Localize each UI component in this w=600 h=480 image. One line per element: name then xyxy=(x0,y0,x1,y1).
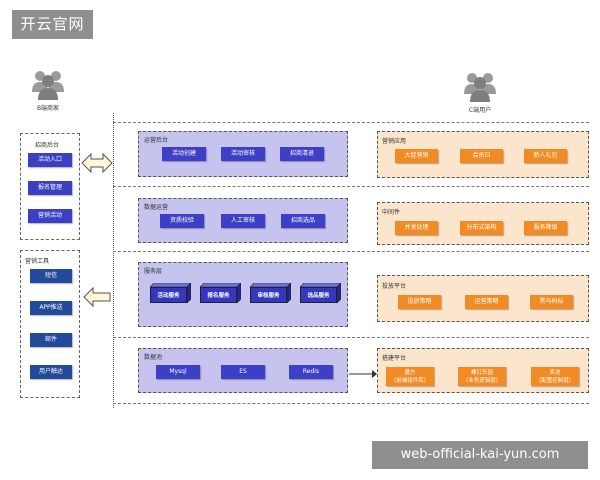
row-divider-3 xyxy=(113,251,589,252)
delivery-platform-title: 投放平台 xyxy=(382,283,407,290)
screw-park-line2: （业务逻辑层） xyxy=(462,378,502,384)
service-layer-title: 服务层 xyxy=(144,268,163,275)
data-ops-panel: 数据运营 资质校验 人工审核 招商选品 xyxy=(138,198,348,243)
marketing-apps-panel: 营销应用 大促营销 会员日 新人礼包 xyxy=(377,131,589,178)
prize-pool-line2: （配置控制层） xyxy=(535,378,575,384)
cube-frontend-lib-line1: 魔方 xyxy=(404,370,416,376)
cube-frontend-lib-line2: （前端组件库） xyxy=(390,378,430,384)
activity-service-label: 活动服务 xyxy=(150,287,187,303)
cube-frontend-lib-button[interactable]: 魔方 （前端组件库） xyxy=(386,367,434,386)
middleware-panel: 中间件 并发处理 分布式架构 服务降级 xyxy=(377,202,589,245)
sms-button[interactable]: 短信 xyxy=(30,269,72,283)
es-button[interactable]: ES xyxy=(221,365,265,379)
mysql-button[interactable]: Mysql xyxy=(156,365,200,379)
marketing-apps-title: 营销应用 xyxy=(382,138,407,145)
email-button[interactable]: 邮件 xyxy=(30,333,72,347)
build-platform-title: 搭建平台 xyxy=(382,355,407,362)
service-degrade-button[interactable]: 服务降级 xyxy=(524,221,567,235)
review-service-label: 审核服务 xyxy=(250,287,287,303)
manual-review-button[interactable]: 人工审核 xyxy=(221,214,265,228)
marketing-activity-button[interactable]: 营销活动 xyxy=(28,209,72,223)
c-users-icon xyxy=(463,70,497,102)
middleware-title: 中间件 xyxy=(382,209,401,216)
b-users-label: B端商家 xyxy=(36,105,60,112)
delivery-platform-panel: 投放平台 投放策略 运营策略 黑马码标 xyxy=(377,275,589,322)
service-layer-panel: 服务层 活动服务 报名服务 审核服务 选品服务 xyxy=(138,262,348,327)
merchant-clearout-button[interactable]: 招商清退 xyxy=(280,147,324,161)
build-platform-panel: 搭建平台 魔方 （前端组件库） 螺钉乐园 （业务逻辑层） 奖池 （配置控制层） xyxy=(377,348,589,393)
data-pool-panel: 数据池 Mysql ES Redis xyxy=(138,348,348,393)
row-divider-2 xyxy=(113,186,589,187)
screw-park-button[interactable]: 螺钉乐园 （业务逻辑层） xyxy=(458,367,506,386)
selection-service-cube[interactable]: 选品服务 xyxy=(300,283,341,303)
c-users-label: C端用户 xyxy=(468,107,492,114)
redis-button[interactable]: Redis xyxy=(289,365,333,379)
data-ops-title: 数据运营 xyxy=(144,204,169,211)
app-push-button[interactable]: APP推送 xyxy=(30,301,72,315)
data-pool-title: 数据池 xyxy=(144,354,163,361)
marketing-tools-panel: 营销工具 短信 APP推送 邮件 用户触达 xyxy=(20,250,80,398)
qualification-check-button[interactable]: 资质校验 xyxy=(160,214,204,228)
double-arrow-icon xyxy=(81,152,113,174)
merchant-backend-panel: 招商后台 活动入口 报名管理 营销活动 xyxy=(20,133,80,240)
distributed-arch-button[interactable]: 分布式架构 xyxy=(460,221,503,235)
activity-review-button[interactable]: 活动审核 xyxy=(221,147,265,161)
marketing-tools-title: 营销工具 xyxy=(25,258,50,265)
signup-service-cube[interactable]: 报名服务 xyxy=(200,283,241,303)
b-users-icon xyxy=(31,68,65,100)
prize-pool-button[interactable]: 奖池 （配置控制层） xyxy=(531,367,579,386)
big-promo-button[interactable]: 大促营销 xyxy=(395,149,438,163)
activity-service-cube[interactable]: 活动服务 xyxy=(150,283,191,303)
member-day-button[interactable]: 会员日 xyxy=(460,149,503,163)
left-arrow-icon xyxy=(83,286,111,308)
concurrency-button[interactable]: 并发处理 xyxy=(395,221,438,235)
vertical-divider xyxy=(113,113,114,408)
screw-park-line1: 螺钉乐园 xyxy=(470,370,493,376)
right-arrow-icon xyxy=(348,364,377,378)
activity-entry-button[interactable]: 活动入口 xyxy=(28,153,72,167)
prize-pool-line1: 奖池 xyxy=(549,370,561,376)
selection-service-label: 选品服务 xyxy=(300,287,337,303)
row-divider-5 xyxy=(113,403,589,404)
ops-backend-panel: 运营后台 活动创建 活动审核 招商清退 xyxy=(138,131,348,177)
row-divider-4 xyxy=(113,337,589,338)
ops-strategy-button[interactable]: 运营策略 xyxy=(465,295,508,309)
row-divider-1 xyxy=(113,122,589,123)
watermark-bottom: web-official-kai-yun.com xyxy=(372,441,588,469)
merchant-selection-button[interactable]: 招商选品 xyxy=(281,214,325,228)
ops-backend-title: 运营后台 xyxy=(144,137,169,144)
signup-service-label: 报名服务 xyxy=(200,287,237,303)
newbie-gift-button[interactable]: 新人礼包 xyxy=(524,149,567,163)
merchant-backend-title: 招商后台 xyxy=(35,142,60,149)
signup-management-button[interactable]: 报名管理 xyxy=(28,181,72,195)
user-reach-button[interactable]: 用户触达 xyxy=(30,365,72,379)
darkhorse-code-button[interactable]: 黑马码标 xyxy=(530,295,573,309)
review-service-cube[interactable]: 审核服务 xyxy=(250,283,291,303)
watermark-top: 开云官网 xyxy=(12,10,93,39)
activity-create-button[interactable]: 活动创建 xyxy=(162,147,206,161)
delivery-strategy-button[interactable]: 投放策略 xyxy=(398,295,441,309)
